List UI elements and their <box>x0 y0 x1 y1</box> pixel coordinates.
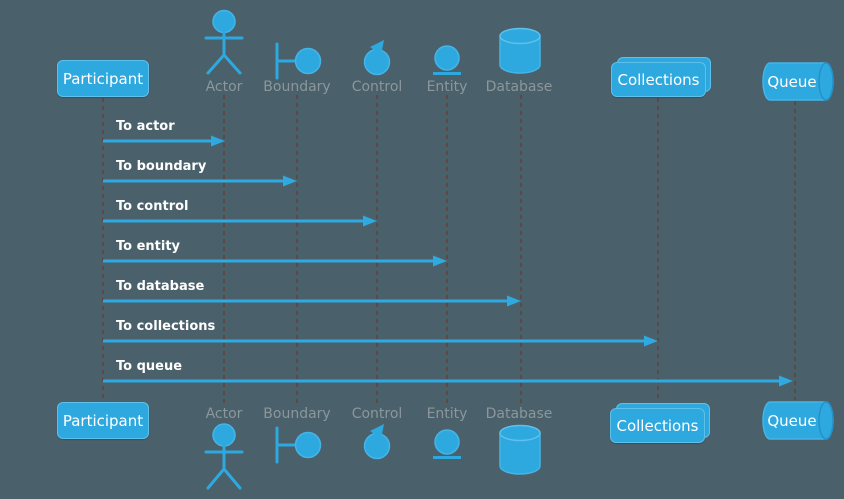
message-label: To actor <box>116 119 175 134</box>
actor-label-bottom: Actor <box>205 406 243 422</box>
queue-shape-bottom <box>762 401 834 440</box>
collections-box-bottom: Collections <box>610 408 705 443</box>
database-label-top: Database <box>485 79 553 95</box>
message-label: To collections <box>116 319 216 334</box>
actor-icon-bottom <box>204 423 244 490</box>
message-arrow-to-boundary <box>103 175 297 187</box>
actor-icon-top <box>204 9 244 75</box>
database-cylinder-icon-bottom <box>499 424 541 475</box>
queue-label-top: Queue <box>767 72 817 91</box>
boundary-label-top: Boundary <box>263 79 331 95</box>
participant-label: Participant <box>62 411 144 430</box>
message-arrow-to-collections <box>103 335 658 347</box>
message-label: To entity <box>116 239 181 254</box>
message-arrow-to-control <box>103 215 377 227</box>
actor-label-top: Actor <box>205 79 243 95</box>
entity-label-bottom: Entity <box>426 406 468 422</box>
control-icon-top <box>363 40 391 76</box>
message-label: To database <box>116 279 205 294</box>
entity-icon-bottom <box>433 429 461 459</box>
participant-label: Participant <box>62 69 144 88</box>
queue-shape-top <box>762 62 834 101</box>
participant-box-bottom: Participant <box>57 402 149 439</box>
collections-label: Collections <box>616 416 699 435</box>
message-arrow-to-actor <box>103 135 225 147</box>
message-arrow-to-entity <box>103 255 447 267</box>
boundary-icon-bottom <box>275 426 322 464</box>
message-arrow-to-queue <box>103 375 793 387</box>
queue-label-bottom: Queue <box>767 411 817 430</box>
entity-label-top: Entity <box>426 79 468 95</box>
control-icon-bottom <box>363 424 391 460</box>
message-arrow-to-database <box>103 295 521 307</box>
participant-box-top: Participant <box>57 60 149 97</box>
message-label: To boundary <box>116 159 207 174</box>
database-label-bottom: Database <box>485 406 553 422</box>
collections-box-top: Collections <box>611 62 706 97</box>
control-label-bottom: Control <box>351 406 403 422</box>
database-cylinder-icon-top <box>499 27 541 74</box>
boundary-label-bottom: Boundary <box>263 406 331 422</box>
message-label: To queue <box>116 359 183 374</box>
entity-icon-top <box>433 45 461 75</box>
boundary-icon-top <box>275 42 322 80</box>
control-label-top: Control <box>351 79 403 95</box>
collections-label: Collections <box>617 70 700 89</box>
message-label: To control <box>116 199 189 214</box>
